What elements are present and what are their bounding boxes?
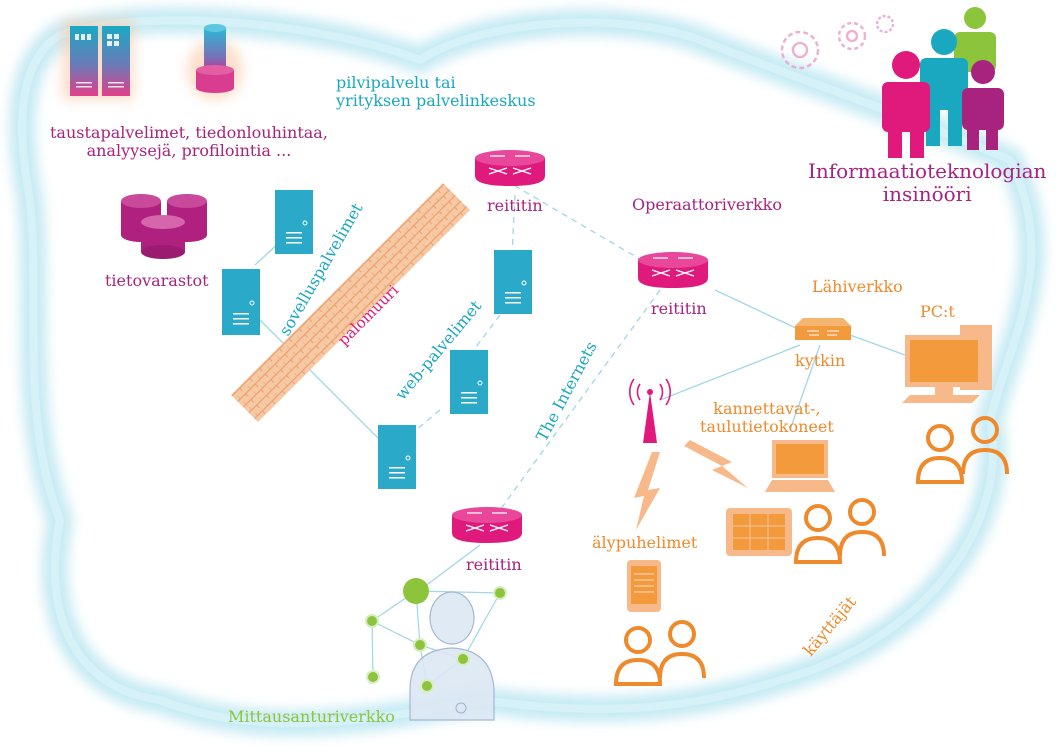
users-phone-icon	[613, 620, 706, 686]
smartphone-icon	[627, 560, 661, 612]
phones-label: älypuhelimet	[592, 533, 698, 552]
router-top-label: reititin	[487, 196, 543, 215]
switch-label: kytkin	[795, 351, 846, 370]
engineer-label: Informaatioteknologian insinööri	[808, 159, 1047, 206]
app-server-1-icon	[275, 190, 313, 254]
firewall-icon	[231, 183, 470, 422]
storage-cylinders-icon	[121, 194, 207, 259]
laptops-label: kannettavat-, taulutietokoneet	[700, 399, 834, 437]
gear-icons	[780, 14, 895, 70]
sensor-label: Mittausanturiverkko	[228, 707, 395, 726]
supercomputer-icon	[187, 24, 243, 100]
router-bottom-label: reititin	[466, 555, 522, 574]
web-server-2-icon	[450, 350, 488, 414]
lan-label: Lähiverkko	[812, 277, 903, 296]
router-middle-label: reititin	[651, 299, 707, 318]
storage-label: tietovarastot	[105, 271, 209, 290]
server-icons	[222, 190, 532, 489]
engineer-group-icon	[780, 7, 1004, 158]
users-laptop-icon	[793, 498, 886, 564]
router-middle-icon	[638, 252, 708, 288]
backend-label: taustapalvelimet, tiedonlouhintaa, analy…	[50, 123, 328, 161]
users-pc-icon	[915, 416, 1009, 484]
user-icons	[613, 416, 1009, 686]
cloud-title: pilvipalvelu tai yrityksen palvelinkesku…	[336, 73, 536, 111]
operator-label: Operaattoriverkko	[632, 195, 782, 214]
router-bottom-icon	[452, 507, 522, 543]
backend-server-icon	[62, 20, 134, 100]
antenna-icon	[628, 378, 672, 443]
tablet-icon	[726, 508, 792, 556]
connections	[254, 179, 906, 591]
pc-icon	[902, 325, 992, 403]
pc-label: PC:t	[920, 302, 955, 321]
app-server-2-icon	[222, 269, 260, 335]
switch-icon	[795, 318, 851, 340]
router-top-icon	[475, 150, 545, 186]
wireless-bolt-icons	[634, 440, 748, 530]
cloud-boundary	[9, 7, 1045, 737]
router-icons	[452, 150, 708, 543]
web-server-3-icon	[378, 425, 416, 489]
laptop-icon	[765, 440, 835, 492]
web-server-1-icon	[494, 250, 532, 314]
sensor-network-icon	[365, 578, 507, 721]
